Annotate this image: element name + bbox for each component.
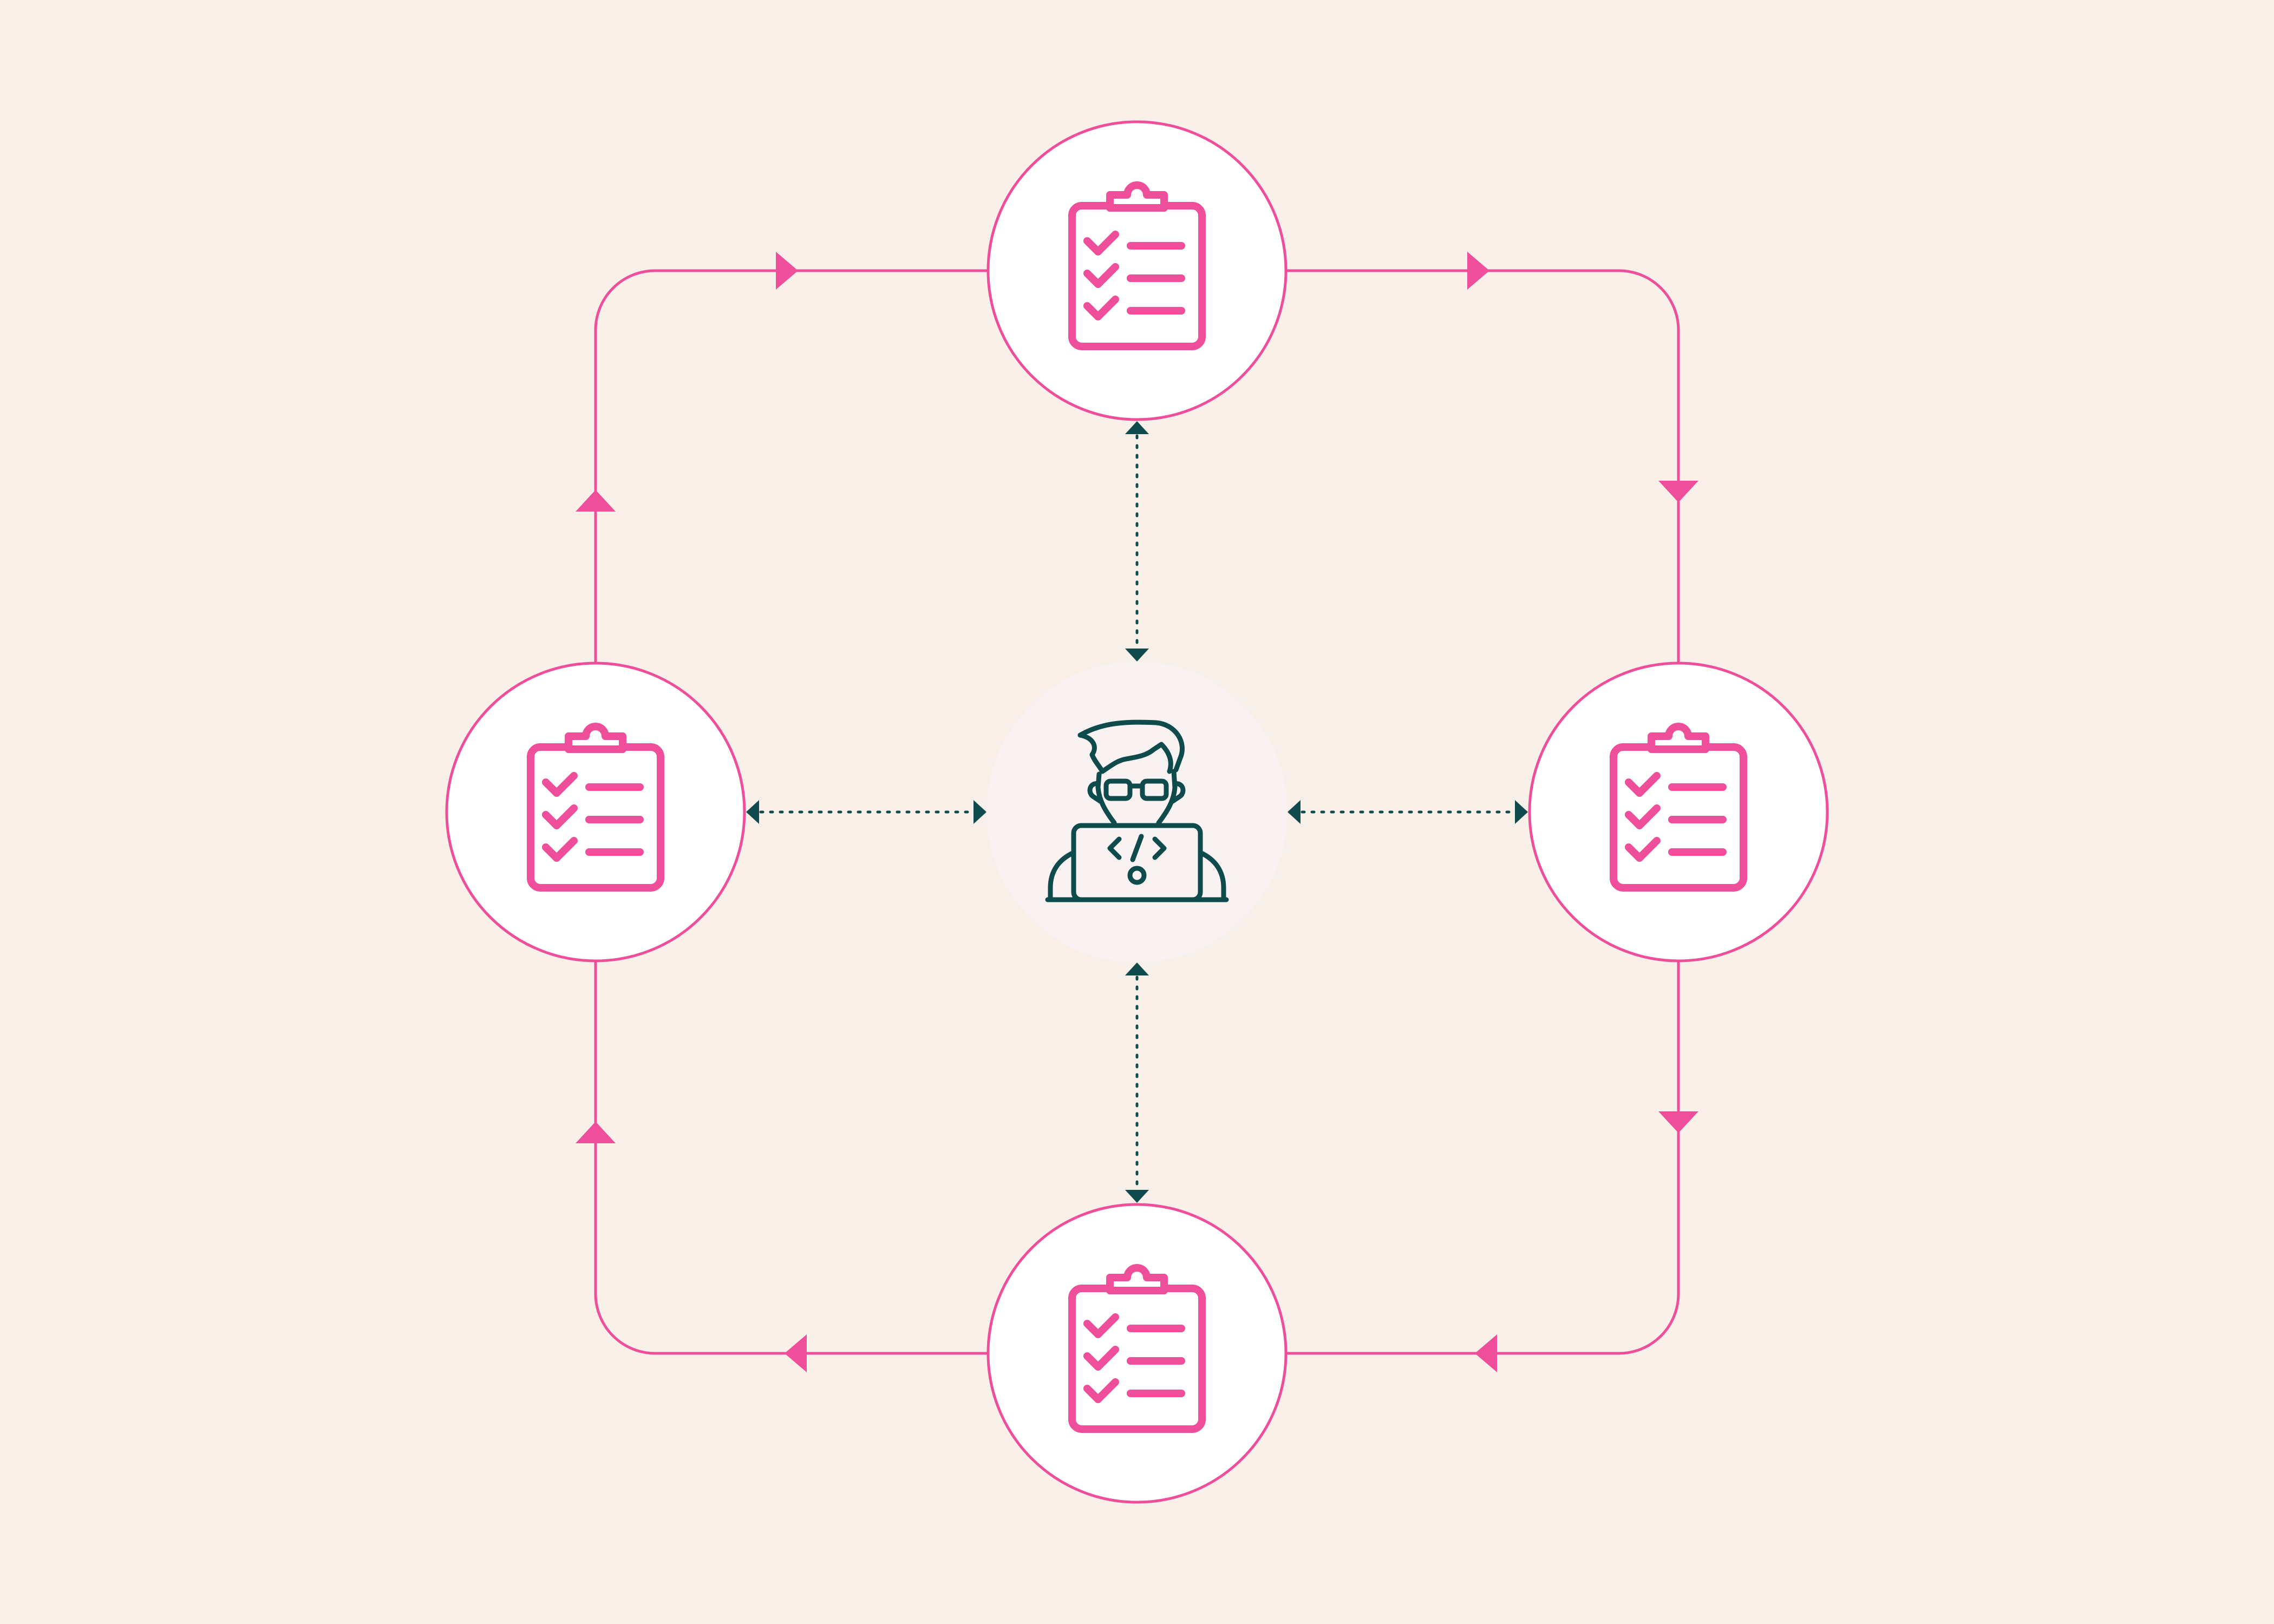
connector-top-to-right — [1286, 269, 1680, 663]
arrowhead-up — [1125, 962, 1149, 975]
arrowhead-down — [1658, 1111, 1698, 1133]
arrowhead-down — [1125, 649, 1149, 662]
arrowhead-down — [1658, 481, 1698, 502]
arrowhead-left — [1288, 800, 1301, 824]
arrowhead-up — [576, 1122, 616, 1143]
arrowhead-right — [973, 800, 986, 824]
developer-icon — [1045, 719, 1229, 902]
arrowhead-up — [1125, 421, 1149, 434]
node-bottom — [986, 1203, 1288, 1504]
arrowhead-left — [785, 1334, 807, 1372]
arrowhead-down — [1125, 1190, 1149, 1203]
connector-left-to-top — [594, 269, 988, 663]
center-node — [986, 662, 1288, 962]
connector-bottom-to-left — [594, 961, 988, 1355]
node-right — [1528, 662, 1829, 962]
connector-right-to-bottom — [1286, 961, 1680, 1355]
arrowhead-left — [746, 800, 759, 824]
arrowhead-right — [1467, 252, 1489, 290]
arrowhead-left — [1475, 1334, 1497, 1372]
node-top — [986, 120, 1288, 421]
arrowhead-right — [1515, 800, 1528, 824]
arrowhead-up — [576, 490, 616, 512]
arrowhead-right — [776, 252, 798, 290]
node-left — [445, 662, 746, 962]
